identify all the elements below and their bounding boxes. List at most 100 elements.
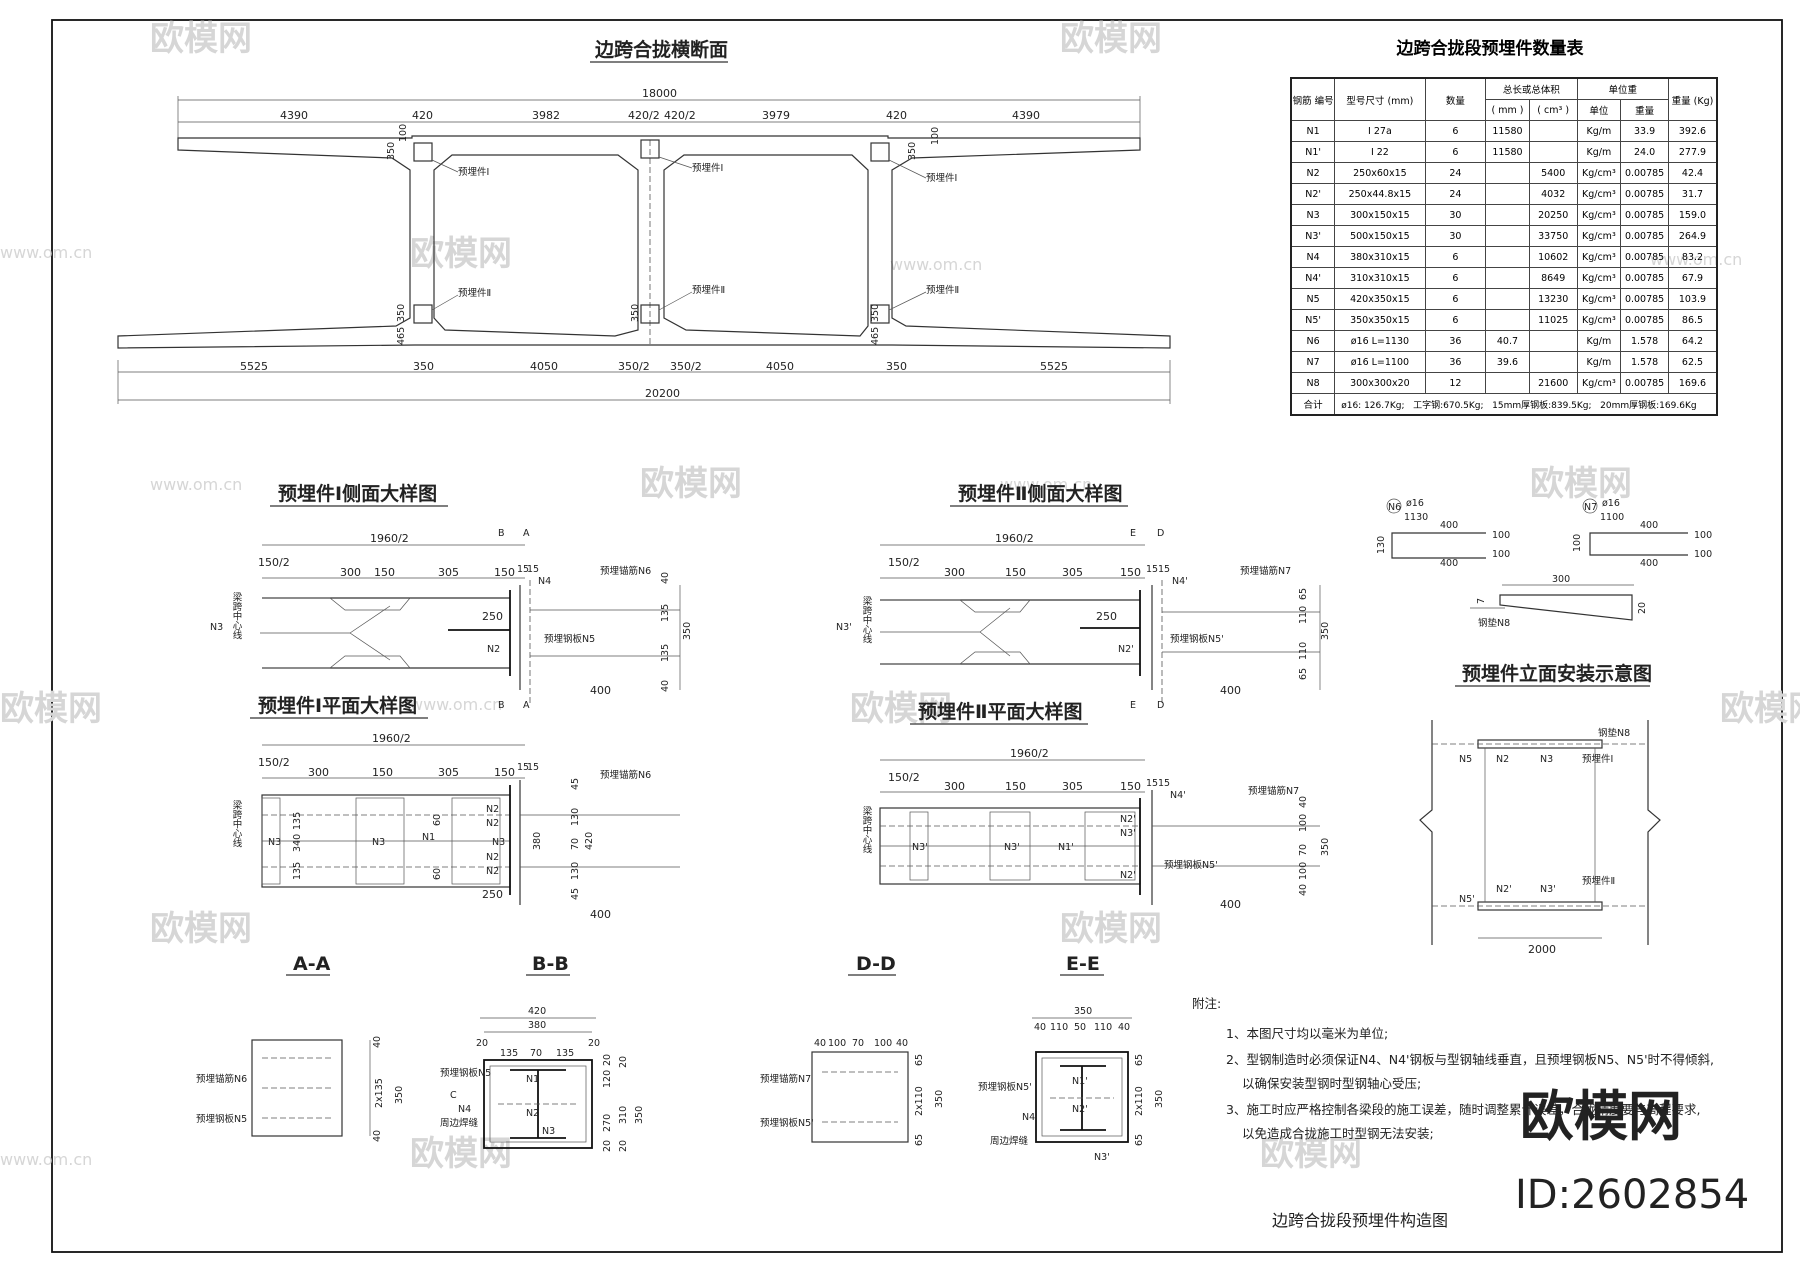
dim: 420: [412, 109, 433, 122]
dim: 305: [438, 766, 459, 779]
dim: 130: [570, 808, 581, 826]
wedge-n8: 300 20 7 钢垫N8: [1470, 574, 1648, 629]
dim: 100: [1492, 549, 1510, 560]
dim: 380: [532, 832, 543, 850]
label: 周边焊缝: [440, 1117, 479, 1129]
dim: 350: [870, 304, 881, 322]
label: N1': [1058, 842, 1074, 853]
table-cell: 6: [1424, 309, 1487, 331]
dim: 350: [394, 1086, 405, 1104]
dim: 100: [1492, 530, 1510, 541]
label: N3': [1540, 884, 1556, 895]
label: N4: [458, 1104, 471, 1115]
dim: 40: [1298, 796, 1309, 808]
dim: 2x135: [374, 1078, 385, 1108]
table-cell: 30: [1424, 204, 1487, 226]
note-item: 以免造成合拢施工时型钢无法安装;: [1242, 1126, 1434, 1141]
dim: 350: [413, 360, 434, 373]
table-cell: 36: [1424, 330, 1487, 352]
dim: 2000: [1528, 943, 1556, 956]
cross-section-title: 边跨合拢横断面: [594, 38, 728, 61]
label: N1: [526, 1074, 539, 1085]
header-cell: 单位: [1576, 99, 1622, 121]
rebar-n6: N6 ø16 1130 400 400 100 100 130: [1376, 498, 1510, 569]
quantity-table: 钢筋 编号 型号尺寸 (mm) 数量 总长或总体积 单位重 重量 (Kg) ( …: [1290, 77, 1718, 416]
dim: 2x110: [1134, 1086, 1145, 1116]
dim: 300: [308, 766, 329, 779]
dim: 150: [1005, 566, 1026, 579]
dim: 135: [660, 644, 671, 662]
label-centerline: 梁跨中心线: [231, 799, 243, 847]
label: N3: [210, 622, 223, 633]
dim: 305: [1062, 566, 1083, 579]
dim: 70: [1298, 844, 1309, 856]
header-cell: ( mm ): [1485, 99, 1530, 121]
table-cell: [1485, 309, 1530, 331]
notes-head: 附注:: [1192, 996, 1221, 1011]
table-cell: 12: [1424, 372, 1487, 394]
section-aa-title: A-A: [293, 953, 331, 975]
dim: 20: [1637, 602, 1648, 614]
dim: 350: [934, 1090, 945, 1108]
detail-1-plan: 预埋件Ⅰ平面大样图 1960/2 150/2 300 150 305 150 1…: [231, 694, 680, 921]
watermark-id: ID:2602854: [1515, 1172, 1749, 1218]
table-cell: [1485, 372, 1530, 394]
label: N3: [492, 837, 505, 848]
label-embed: 预埋件Ⅰ: [692, 162, 723, 174]
dim: 100: [1298, 814, 1309, 832]
table-cell: 33.9: [1620, 120, 1669, 142]
section-bb-title: B-B: [532, 953, 569, 975]
table-cell: 380x310x15: [1334, 246, 1426, 268]
dim: 350: [907, 142, 918, 160]
label: N2: [486, 804, 499, 815]
table-cell: 169.6: [1668, 372, 1718, 394]
dim: 100: [874, 1038, 892, 1049]
dim: 465: [870, 327, 881, 345]
dim: 270: [602, 1114, 613, 1132]
table-cell: 5400: [1528, 162, 1578, 184]
dim: 20: [588, 1038, 600, 1049]
label: N2': [1496, 884, 1512, 895]
dim: 60: [432, 814, 443, 826]
sheet-border: [51, 19, 1783, 1253]
table-cell: 39.6: [1485, 351, 1530, 373]
dim: 135: [556, 1048, 574, 1059]
table-cell: 6: [1424, 120, 1487, 142]
dim: 65: [914, 1134, 925, 1146]
label-embed: 预埋件Ⅰ: [458, 166, 489, 178]
dim: 65: [1134, 1054, 1145, 1066]
rebar-tag: N6: [1388, 502, 1401, 513]
watermark-brand: 欧模网: [1530, 464, 1632, 504]
header-cell: 总长或总体积: [1485, 77, 1578, 100]
table-cell: [1485, 204, 1530, 226]
label: N3: [268, 837, 281, 848]
note-item: 以确保安装型钢时型钢轴心受压;: [1242, 1076, 1421, 1091]
table-cell: 392.6: [1668, 120, 1718, 142]
dim: 300: [944, 780, 965, 793]
table-cell: 0.00785: [1620, 246, 1669, 268]
dim: 15: [517, 762, 529, 773]
dim: 465: [396, 327, 407, 345]
table-cell: Kg/cm³: [1576, 162, 1622, 184]
table-cell: ø16 L=1100: [1334, 351, 1426, 373]
detail-2-side-title: 预埋件Ⅱ侧面大样图: [958, 482, 1123, 505]
table-cell: N2': [1290, 183, 1336, 205]
section-dd: D-D 40 100 70 100 40 65 2x110 350 65 预埋锚…: [760, 953, 945, 1146]
dim: 120: [602, 1070, 613, 1088]
dim: 65: [1298, 588, 1309, 600]
label: N2: [486, 852, 499, 863]
table-cell: 83.2: [1668, 246, 1718, 268]
table-cell: 264.9: [1668, 225, 1718, 247]
watermark-brand: 欧模网: [850, 689, 952, 729]
dim: 135: [660, 604, 671, 622]
watermark-brand-large: 欧模网: [1520, 1085, 1682, 1148]
label: C: [450, 1090, 457, 1101]
table-cell: [1528, 120, 1578, 142]
label: 钢垫N8: [1478, 617, 1510, 629]
watermark-brand: 欧模网: [410, 1134, 512, 1174]
